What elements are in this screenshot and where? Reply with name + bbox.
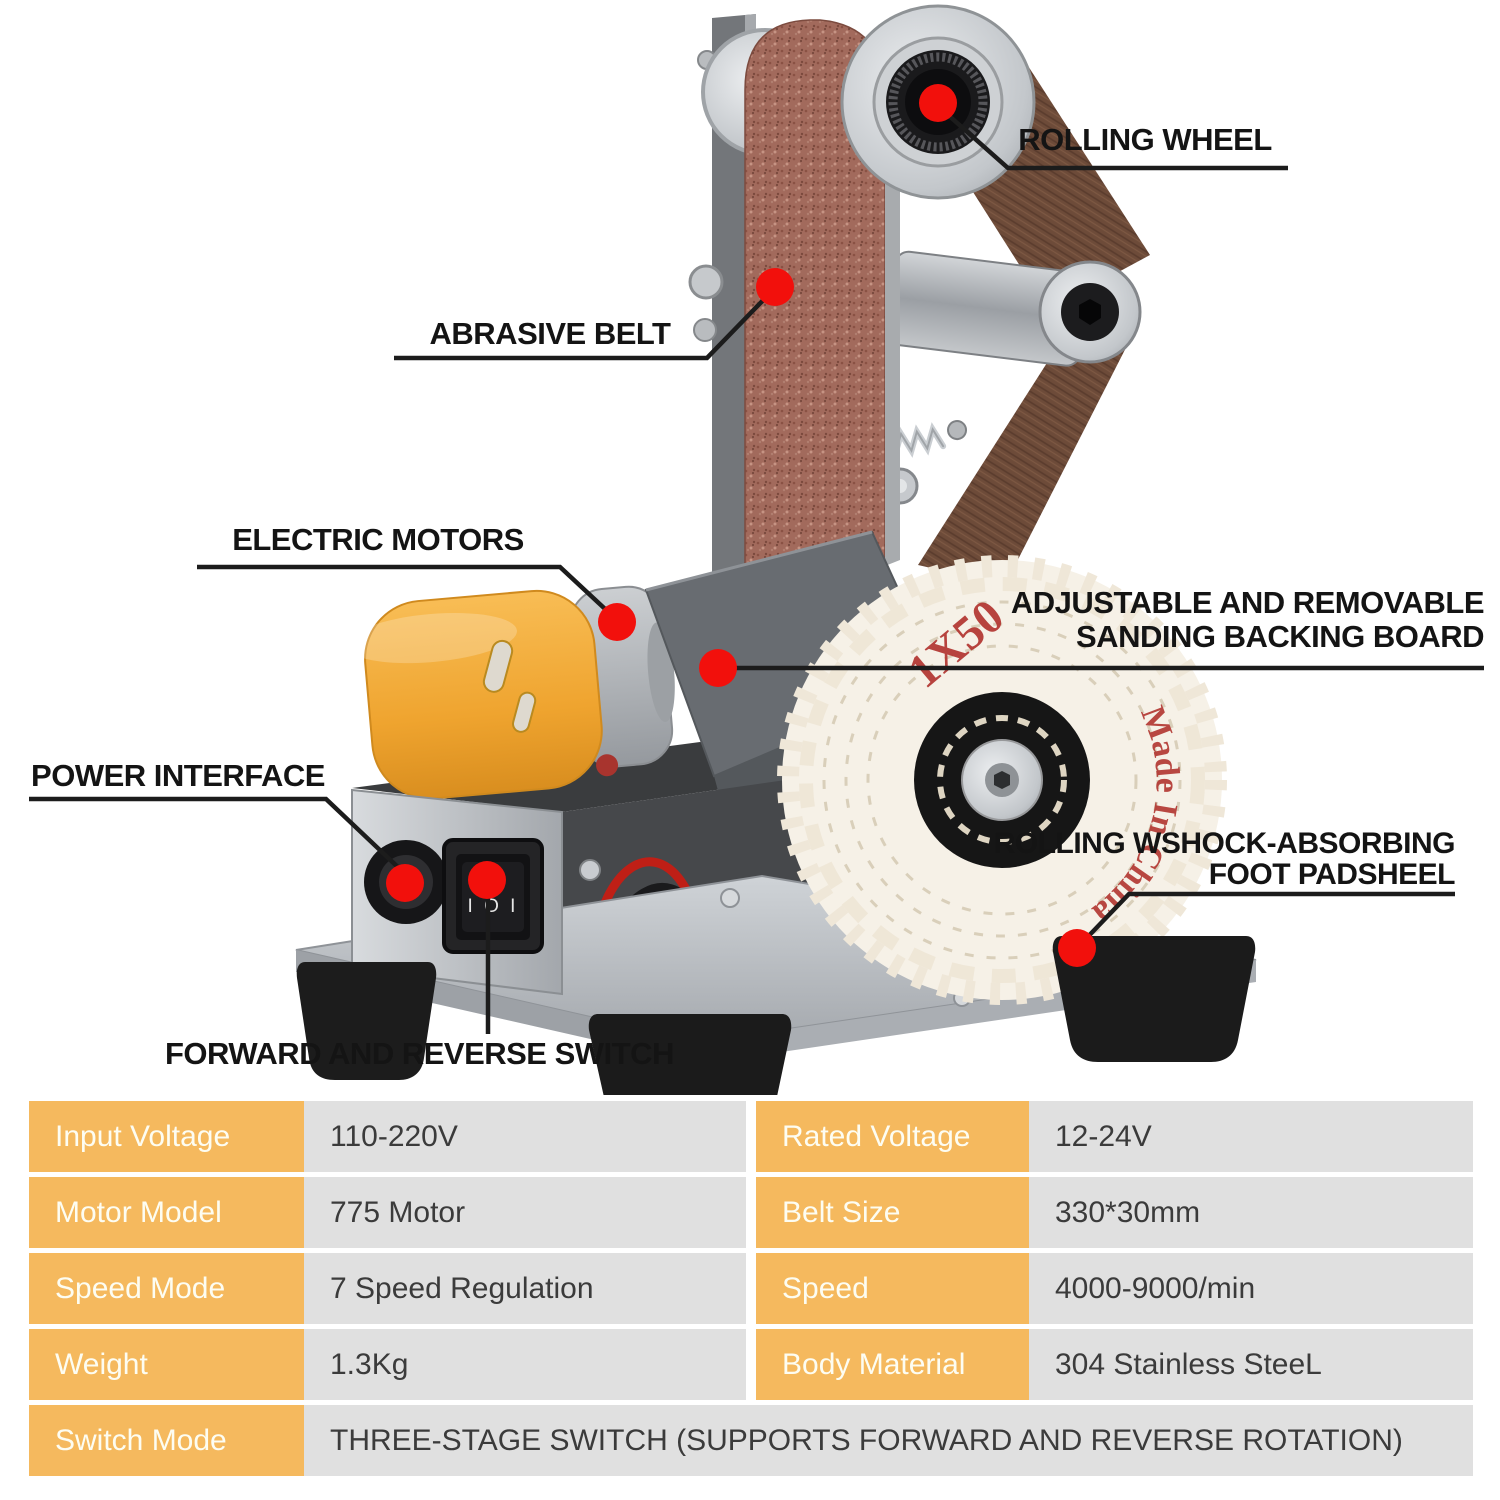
- spec-value: 7 Speed Regulation: [304, 1253, 746, 1324]
- spec-value: 304 Stainless SteeL: [1029, 1329, 1473, 1400]
- spec-value: 12-24V: [1029, 1101, 1473, 1172]
- drive-roller: [885, 250, 1142, 367]
- spec-value: 110-220V: [304, 1101, 746, 1172]
- leader-power-interface: [29, 796, 404, 873]
- machine-drawing: I O I 1X50 Made In China: [29, 4, 1484, 1095]
- spec-label: Body Material: [756, 1329, 1029, 1400]
- spec-label: Weight: [29, 1329, 304, 1400]
- callout-switch: FORWARD AND REVERSE SWITCH: [165, 1036, 674, 1071]
- table-row: Input Voltage 110-220V Rated Voltage 12-…: [29, 1101, 1473, 1172]
- callout-lines: [29, 104, 1484, 1034]
- spec-label: Speed: [756, 1253, 1029, 1324]
- callout-abrasive-belt: ABRASIVE BELT: [429, 316, 671, 351]
- table-row: Switch Mode THREE-STAGE SWITCH (SUPPORTS…: [29, 1405, 1473, 1476]
- callout-electric-motors: ELECTRIC MOTORS: [232, 522, 524, 557]
- spec-table: Input Voltage 110-220V Rated Voltage 12-…: [29, 1101, 1473, 1481]
- leader-abrasive-belt: [394, 288, 775, 361]
- callout-dot-abrasive-belt: [756, 268, 794, 306]
- rubber-foot-center: [588, 1014, 792, 1095]
- callout-dot-rolling-wheel: [919, 84, 957, 122]
- callout-foot-pad-line2: FOOT PADSHEEL: [1208, 858, 1456, 891]
- callout-dot-sanding-board: [699, 649, 737, 687]
- callout-dots: [386, 84, 1096, 967]
- callout-dot-power-interface: [386, 864, 424, 902]
- leader-electric-motors: [197, 564, 620, 623]
- rubber-foot-left: [296, 962, 437, 1080]
- spec-value: 1.3Kg: [304, 1329, 746, 1400]
- table-row: Weight 1.3Kg Body Material 304 Stainless…: [29, 1329, 1473, 1400]
- spec-label: Rated Voltage: [756, 1101, 1029, 1172]
- spec-label: Belt Size: [756, 1177, 1029, 1248]
- callout-dot-switch: [468, 861, 506, 899]
- spec-value: 4000-9000/min: [1029, 1253, 1473, 1324]
- switch-markings: I O I: [468, 896, 519, 917]
- leader-rolling-wheel: [936, 104, 1288, 171]
- leader-foot-pad: [1076, 891, 1455, 949]
- spec-label: Switch Mode: [29, 1405, 304, 1476]
- callout-power-interface: POWER INTERFACE: [31, 758, 325, 793]
- callout-sanding-board: ADJUSTABLE AND REMOVABLE SANDING BACKING…: [1010, 585, 1485, 654]
- motor-vent: [512, 691, 537, 733]
- spec-value: 775 Motor: [304, 1177, 746, 1248]
- column-bolt: [688, 264, 724, 300]
- callout-rolling-wheel: ROLLING WHEEL: [1018, 122, 1272, 157]
- callout-sanding-board-line1: ADJUSTABLE AND REMOVABLE: [1010, 585, 1485, 620]
- table-row: Motor Model 775 Motor Belt Size 330*30mm: [29, 1177, 1473, 1248]
- table-row: Speed Mode 7 Speed Regulation Speed 4000…: [29, 1253, 1473, 1324]
- spec-label: Motor Model: [29, 1177, 304, 1248]
- abrasive-belt-back-lower: [918, 330, 1135, 585]
- callout-sanding-board-line2: SANDING BACKING BOARD: [1076, 619, 1485, 654]
- spec-value: 330*30mm: [1029, 1177, 1473, 1248]
- spec-label: Speed Mode: [29, 1253, 304, 1324]
- callout-dot-foot-pad: [1058, 929, 1096, 967]
- callout-foot-pad-line1: ROLLING WSHOCK-ABSORBING: [993, 827, 1456, 860]
- electric-motor: [345, 585, 675, 800]
- motor-vent: [482, 639, 514, 693]
- callout-dot-electric-motors: [598, 603, 636, 641]
- callout-foot-pad: ROLLING WSHOCK-ABSORBING FOOT PADSHEEL: [993, 827, 1456, 891]
- spec-value: THREE-STAGE SWITCH (SUPPORTS FORWARD AND…: [304, 1405, 1473, 1476]
- spec-label: Input Voltage: [29, 1101, 304, 1172]
- rubber-foot-right: [1052, 936, 1256, 1062]
- product-illustration: I O I 1X50 Made In China: [29, 4, 1485, 1095]
